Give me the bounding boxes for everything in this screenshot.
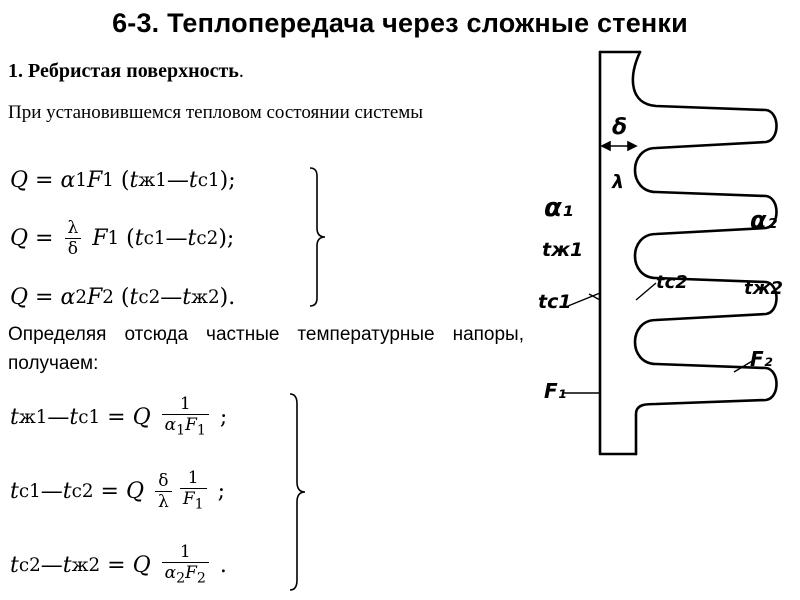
leader-line-ts2 — [635, 282, 657, 301]
label-t-zh2: tж2 — [744, 278, 783, 299]
section-heading: 1. Ребристая поверхность. — [8, 60, 244, 83]
fin-profile — [631, 50, 778, 456]
leader-line-F2 — [733, 359, 755, 373]
label-t-s2: tс2 — [656, 272, 688, 293]
derivation-paragraph: Определяя отсюда частные температурные н… — [8, 324, 524, 374]
right-brace-icon — [289, 393, 306, 591]
label-F1: F₁ — [544, 379, 566, 403]
wall-base-outline — [598, 50, 638, 456]
label-t-s1: tс1 — [538, 291, 572, 313]
label-lambda: λ — [611, 171, 624, 193]
label-alpha1: α₁ — [544, 193, 573, 223]
label-delta: δ — [612, 115, 627, 140]
section-heading-text: 1. Ребристая поверхность — [8, 60, 239, 82]
section-heading-dot: . — [238, 60, 244, 82]
intro-paragraph: При установившемся тепловом состоянии си… — [8, 102, 424, 123]
label-F2: F₂ — [750, 347, 773, 371]
leader-line-tzh1 — [588, 293, 601, 301]
page-title: 6-3. Теплопередача через сложные стенки — [112, 8, 688, 38]
label-t-zh1: tж1 — [542, 239, 583, 261]
thickness-dimension — [600, 140, 638, 152]
label-alpha2: α₂ — [750, 206, 777, 234]
finned-wall-diagram: δ λ α₁ α₂ tж1 tс1 tс2 tж2 F₁ F₂ — [538, 50, 783, 456]
right-brace-icon — [309, 167, 326, 307]
leader-line-ts1 — [567, 292, 601, 307]
